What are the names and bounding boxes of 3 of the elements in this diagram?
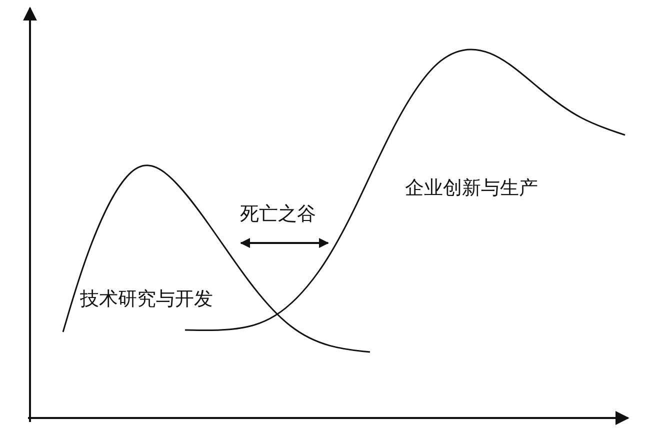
curve-label: 死亡之谷 [240, 203, 316, 226]
curve-label: 企业创新与生产 [405, 177, 538, 200]
curve-label: 技术研究与开发 [80, 288, 213, 311]
